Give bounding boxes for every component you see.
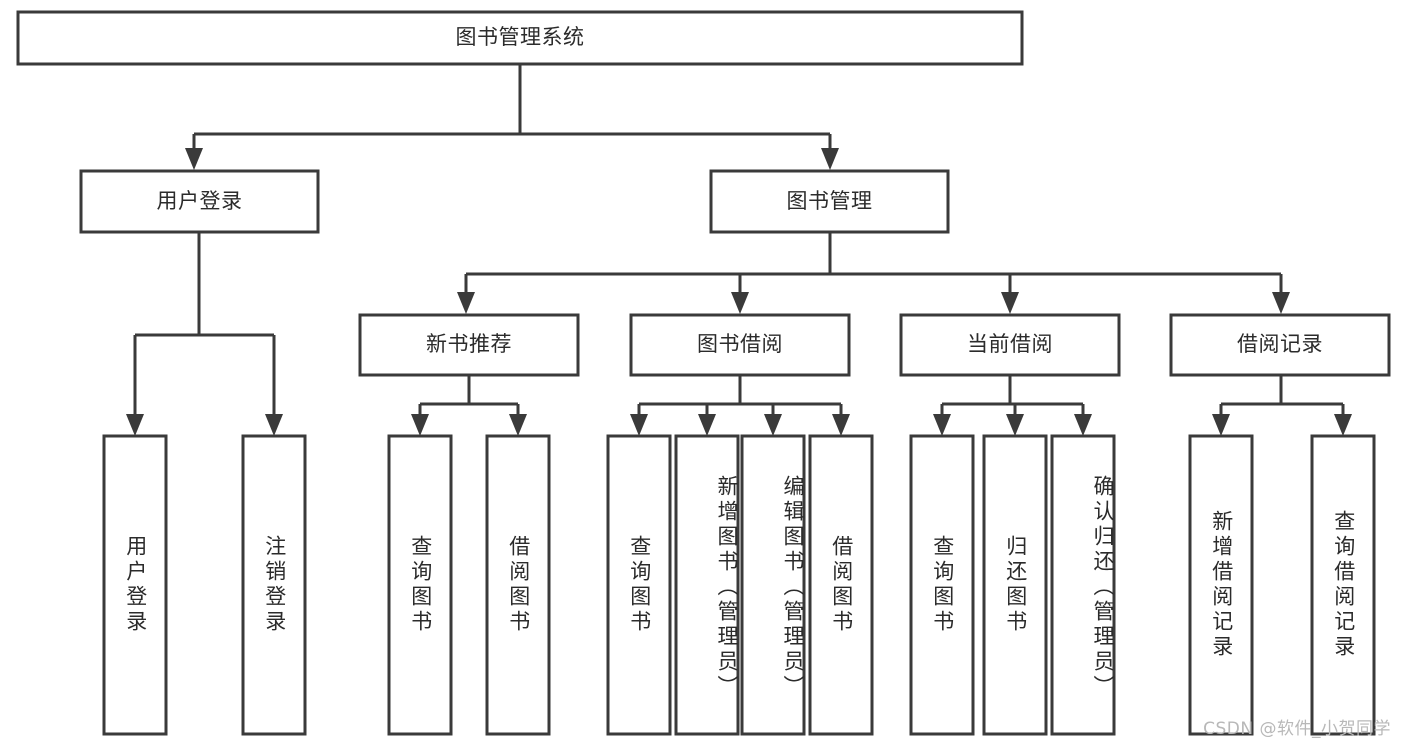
connector-newbook-to-leaves (411, 375, 527, 436)
node-box-leaf-borrow-book-rec[interactable] (485, 434, 551, 736)
node-box-current-borrow[interactable] (899, 313, 1121, 377)
node-box-borrow-record[interactable] (1169, 313, 1391, 377)
node-box-leaf-borrow-book[interactable] (808, 434, 874, 736)
node-box-leaf-query-book-current[interactable] (909, 434, 975, 736)
node-box-leaf-query-record[interactable] (1310, 434, 1376, 736)
node-box-book-borrow[interactable] (629, 313, 851, 377)
node-box-new-book-rec[interactable] (358, 313, 580, 377)
node-box-book-manage[interactable] (709, 169, 950, 234)
node-box-leaf-query-book-rec[interactable] (387, 434, 453, 736)
connector-root-to-level2 (185, 64, 839, 170)
node-box-leaf-query-book-borrow[interactable] (606, 434, 672, 736)
node-box-root[interactable] (16, 10, 1024, 66)
node-box-leaf-logout[interactable] (241, 434, 307, 736)
connector-borrowrecord-to-leaves (1212, 375, 1352, 436)
node-box-user-login[interactable] (79, 169, 320, 234)
csdn-watermark: CSDN @软件_小贺同学 (1203, 719, 1391, 739)
connector-userlogin-to-leaves (126, 232, 283, 436)
node-box-leaf-user-login[interactable] (102, 434, 168, 736)
node-box-leaf-return-book[interactable] (982, 434, 1048, 736)
node-box-leaf-add-record[interactable] (1188, 434, 1254, 736)
connector-bookborrow-to-leaves (630, 375, 850, 436)
node-box-leaf-confirm-return[interactable] (1050, 434, 1116, 736)
connector-currentborrow-to-leaves (933, 375, 1092, 436)
node-box-leaf-edit-book[interactable] (740, 434, 806, 736)
connector-bookmanage-to-level3 (457, 232, 1290, 314)
node-box-leaf-add-book[interactable] (674, 434, 740, 736)
